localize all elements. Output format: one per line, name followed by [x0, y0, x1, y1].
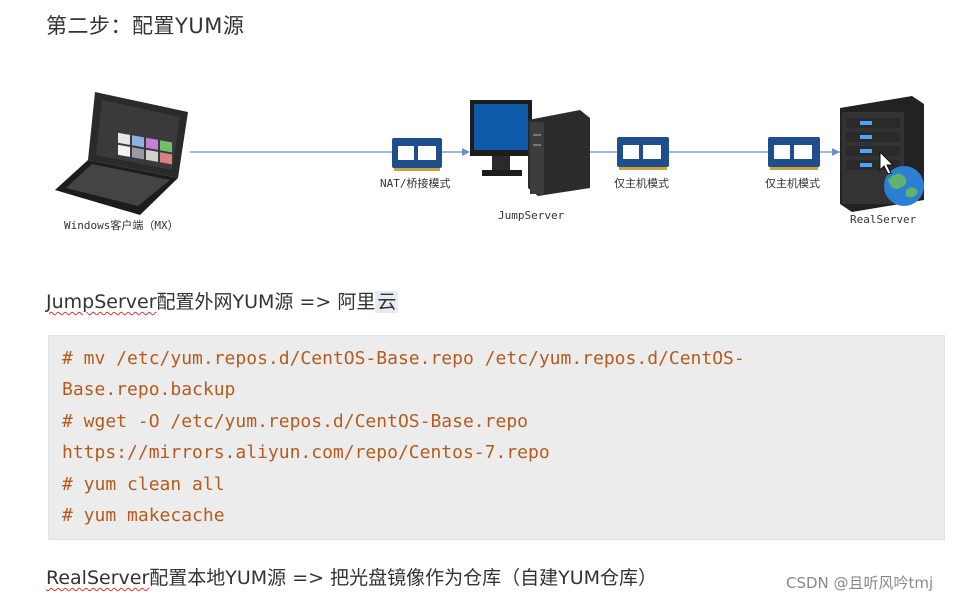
nic-card-icon-hostonly-2: [768, 137, 820, 170]
code-line: # wget -O /etc/yum.repos.d/CentOS-Base.r…: [62, 411, 528, 432]
jumpserver-paragraph: JumpServer配置外网YUM源 => 阿里云: [46, 287, 398, 314]
arrow-head-2: [832, 148, 840, 156]
arrow-head-1: [462, 148, 470, 156]
hostonly-label-1: 仅主机模式: [614, 175, 669, 191]
nic-card-icon-nat: [392, 138, 442, 171]
page-heading: 第二步：配置YUM源: [46, 10, 244, 40]
network-diagram: Windows客户端（MX） NAT/桥接模式 JumpServer 仅主机模式…: [0, 60, 978, 260]
jumpserver-desc-highlight: 云: [375, 291, 398, 313]
client-label: Windows客户端（MX）: [64, 217, 179, 233]
nat-label: NAT/桥接模式: [380, 175, 451, 191]
realserver-name: RealServer: [46, 567, 149, 589]
code-line: Base.repo.backup: [62, 379, 235, 400]
jumpserver-icon: [470, 100, 590, 196]
realserver-desc: 配置本地YUM源 => 把光盘镜像作为仓库（自建YUM仓库）: [149, 567, 657, 589]
laptop-icon: [55, 92, 188, 215]
code-block: # mv /etc/yum.repos.d/CentOS-Base.repo /…: [48, 335, 945, 540]
hostonly-label-2: 仅主机模式: [765, 175, 820, 191]
jumpserver-name: JumpServer: [46, 291, 157, 313]
jumpserver-label: JumpServer: [498, 209, 564, 222]
code-line: # yum makecache: [62, 505, 225, 526]
nic-card-icon-hostonly-1: [617, 137, 669, 170]
code-line: # yum clean all: [62, 474, 225, 495]
csdn-watermark: CSDN @且听风吟tmj: [786, 572, 933, 593]
realserver-label: RealServer: [850, 213, 916, 226]
jumpserver-desc: 配置外网YUM源 => 阿里: [157, 291, 376, 313]
realserver-paragraph: RealServer配置本地YUM源 => 把光盘镜像作为仓库（自建YUM仓库）: [46, 563, 657, 590]
code-line: # mv /etc/yum.repos.d/CentOS-Base.repo /…: [62, 348, 745, 369]
code-line: https://mirrors.aliyun.com/repo/Centos-7…: [62, 442, 550, 463]
